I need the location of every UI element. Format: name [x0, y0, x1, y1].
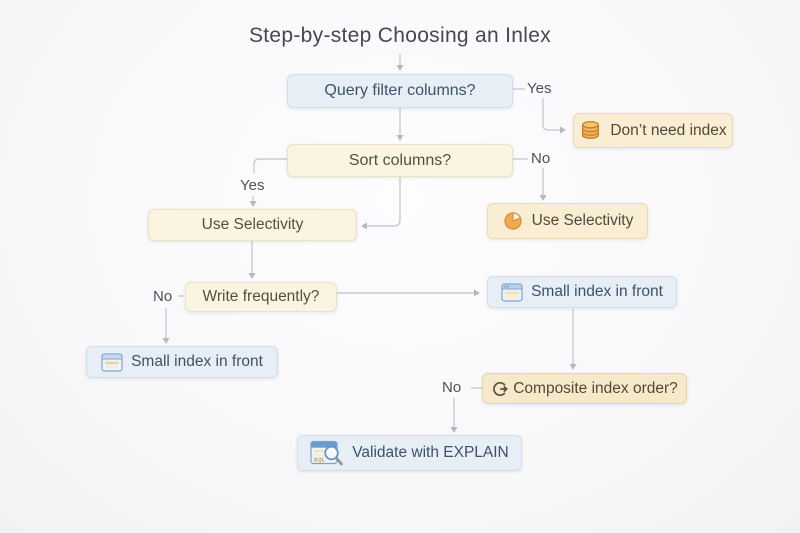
- pie-chart-icon: [502, 210, 524, 232]
- arrowhead: [569, 364, 577, 370]
- table-window-icon: [501, 282, 523, 302]
- node-label: Small index in front: [131, 353, 263, 370]
- node-label: Small index in front: [531, 283, 663, 300]
- edge-label-yes-query: Yes: [527, 80, 552, 97]
- node-label: Sort columns?: [348, 151, 452, 169]
- diagram-title: Step-by-step Choosing an Inlex: [248, 24, 551, 47]
- node-small-index-front-right: Small index in front: [487, 276, 677, 308]
- node-small-index-front-left: Small index in front: [86, 346, 278, 378]
- arrowhead: [396, 135, 404, 141]
- node-write-frequently: Write frequently?: [185, 282, 337, 312]
- database-icon: [579, 119, 602, 142]
- edge-sort-uselleft: [367, 177, 401, 227]
- node-dont-need-index: Don’t need index: [573, 113, 733, 148]
- arrowhead: [361, 222, 367, 230]
- edge-sort-yes: [253, 158, 287, 173]
- node-use-selectivity-right: Use Selectivity: [487, 203, 648, 239]
- edge-label-yes-sort: Yes: [240, 177, 265, 194]
- arrowhead: [249, 201, 257, 207]
- arrowhead: [474, 289, 480, 297]
- loop-arrow-icon: [491, 380, 509, 398]
- node-label: Use Selectivity: [201, 216, 304, 233]
- node-sort-columns: Sort columns?: [287, 144, 513, 177]
- arrowhead: [396, 65, 404, 71]
- arrowhead: [539, 195, 547, 201]
- node-label: Query filter columns?: [324, 82, 476, 99]
- arrowhead: [248, 273, 256, 279]
- node-validate-with-explain: SQL Validate with EXPLAIN: [297, 435, 522, 471]
- node-label: Composite index order?: [513, 379, 678, 397]
- node-composite-index-order: Composite index order?: [482, 373, 687, 404]
- arrowhead: [162, 338, 170, 344]
- svg-text:SQL: SQL: [314, 457, 326, 463]
- node-label: Use Selectivity: [531, 212, 634, 229]
- node-query-filter-columns: Query filter columns?: [287, 74, 513, 108]
- edge-label-no-write: No: [153, 288, 173, 305]
- node-use-selectivity-left: Use Selectivity: [148, 209, 357, 241]
- table-window-icon: [101, 352, 123, 372]
- node-label: Write frequently?: [202, 288, 320, 305]
- arrowhead: [450, 427, 458, 433]
- sql-search-icon: SQL: [310, 440, 344, 467]
- arrowhead: [560, 126, 566, 134]
- node-label: Don’t need index: [610, 121, 727, 139]
- edge-label-no-composite: No: [442, 379, 462, 396]
- node-label: Validate with EXPLAIN: [352, 444, 509, 461]
- edge-yes-dontneed: [542, 98, 560, 131]
- edge-label-no-sort: No: [531, 150, 551, 167]
